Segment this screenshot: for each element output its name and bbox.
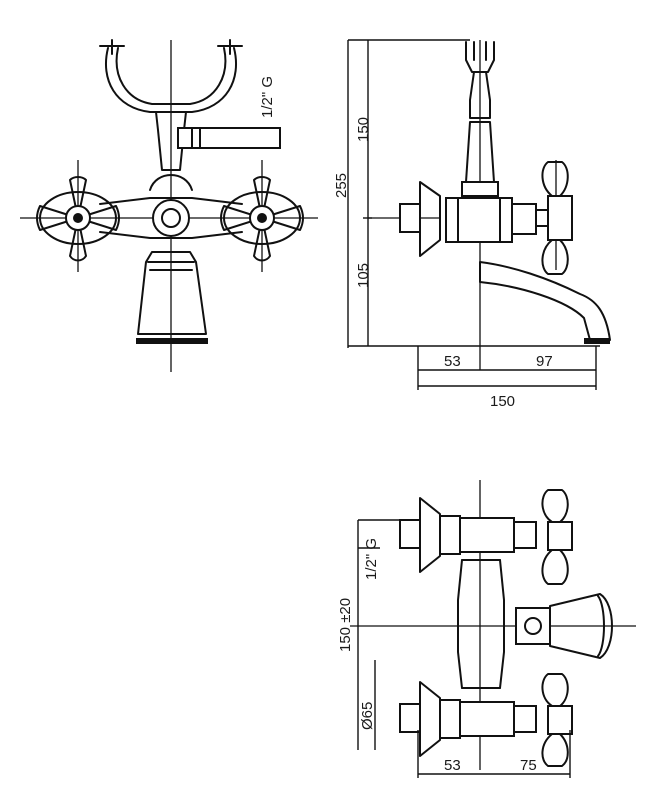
side-view: 150 255 105 53 97 150 <box>333 39 611 410</box>
side-dim-right: 97 <box>536 353 553 370</box>
front-view: 1/2" G <box>20 39 318 372</box>
plan-dim-left: 53 <box>444 757 461 774</box>
front-thread-label: 1/2" G <box>259 76 276 118</box>
side-dim-upper: 150 <box>355 117 372 142</box>
plan-dim-spacing: 150 ±20 <box>337 598 354 652</box>
plan-dim-diameter: Ø65 <box>359 702 376 730</box>
plan-thread-label: 1/2" G <box>363 538 380 580</box>
plan-dim-right: 75 <box>520 757 537 774</box>
left-handle-icon <box>36 176 120 262</box>
side-dim-total: 255 <box>333 173 350 198</box>
side-dim-left: 53 <box>444 353 461 370</box>
side-dim-lower: 105 <box>355 263 372 288</box>
right-handle-icon <box>220 176 304 262</box>
side-dim-width: 150 <box>490 393 515 410</box>
plan-view: 1/2" G 150 ±20 Ø65 53 75 <box>337 480 636 778</box>
